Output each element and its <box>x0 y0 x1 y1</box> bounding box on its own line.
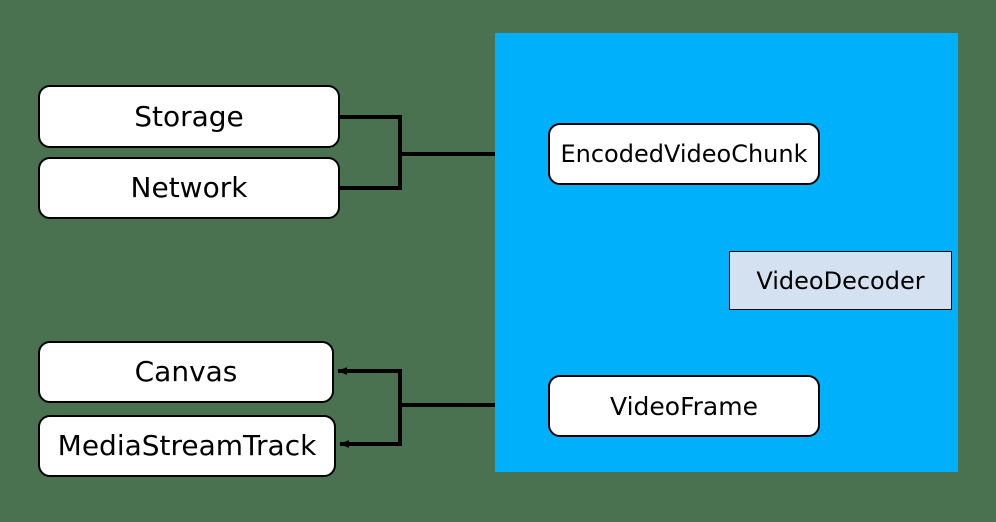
node-storage-label: Storage <box>134 99 244 133</box>
edge-split-to-canvas <box>337 367 402 405</box>
node-video-frame[interactable]: VideoFrame <box>548 375 820 437</box>
node-encoded-video-chunk[interactable]: EncodedVideoChunk <box>548 123 820 185</box>
node-video-frame-label: VideoFrame <box>610 391 758 421</box>
node-media-stream-track[interactable]: MediaStreamTrack <box>38 415 336 477</box>
node-video-decoder-label: VideoDecoder <box>756 266 925 295</box>
node-network[interactable]: Network <box>38 157 340 219</box>
node-media-stream-track-label: MediaStreamTrack <box>57 429 317 462</box>
node-storage[interactable]: Storage <box>38 85 340 148</box>
edge-split-to-mediastream <box>339 405 402 448</box>
edge-network-to-chunk <box>338 152 402 190</box>
node-network-label: Network <box>130 171 248 204</box>
node-canvas[interactable]: Canvas <box>38 341 334 403</box>
node-canvas-label: Canvas <box>134 355 238 388</box>
node-encoded-video-chunk-label: EncodedVideoChunk <box>560 140 808 168</box>
node-video-decoder[interactable]: VideoDecoder <box>729 251 952 310</box>
edge-storage-to-chunk <box>338 115 402 156</box>
